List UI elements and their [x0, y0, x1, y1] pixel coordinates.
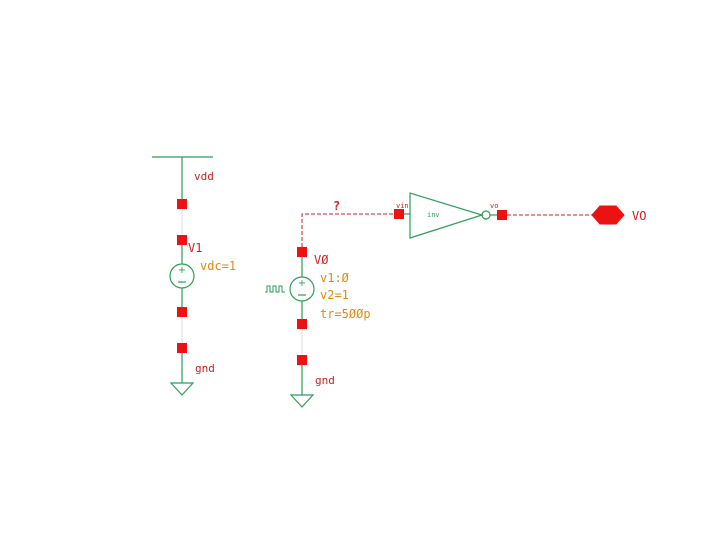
pin-gnd-right-top[interactable]	[297, 355, 307, 365]
v1-instance-name: V1	[188, 241, 202, 255]
v0-instance-name: VØ	[314, 253, 329, 267]
pin-gnd-left-top[interactable]	[177, 343, 187, 353]
pin-inv-vin[interactable]	[394, 209, 404, 219]
dc-voltage-source-icon[interactable]: +	[169, 263, 195, 289]
v0-param-v1: v1:Ø	[320, 271, 350, 285]
ground-icon[interactable]	[169, 382, 195, 396]
pulse-voltage-source-icon[interactable]: +	[265, 276, 315, 302]
vdd-rail[interactable]	[152, 156, 213, 204]
pin-vdd-bottom[interactable]	[177, 199, 187, 209]
ground-icon[interactable]	[289, 394, 315, 408]
svg-text:+: +	[178, 265, 186, 276]
pin-v1-minus[interactable]	[177, 307, 187, 317]
pin-v0-plus[interactable]	[297, 247, 307, 257]
wire-net-label: ?	[333, 199, 340, 213]
v0-param-v2: v2=1	[320, 288, 349, 302]
gnd-left-net-label: gnd	[195, 362, 215, 375]
inv-instance-label: inv	[427, 211, 440, 219]
inv-pin-vo-label: vo	[490, 202, 498, 210]
output-port-icon[interactable]	[591, 205, 625, 225]
pin-v1-plus[interactable]	[177, 235, 187, 245]
inverter-icon[interactable]	[409, 192, 491, 239]
gnd-right-net-label: gnd	[315, 374, 335, 387]
output-port-label: VO	[632, 209, 646, 223]
svg-text:+: +	[298, 278, 306, 289]
net-wire-vin[interactable]	[301, 213, 395, 247]
vdd-net-label: vdd	[194, 170, 214, 183]
pin-inv-vo[interactable]	[497, 210, 507, 220]
inv-pin-vin-label: vin	[396, 202, 409, 210]
v0-param-tr: tr=5ØØp	[320, 307, 371, 321]
pin-v0-minus[interactable]	[297, 319, 307, 329]
v1-param-vdc: vdc=1	[200, 259, 236, 273]
